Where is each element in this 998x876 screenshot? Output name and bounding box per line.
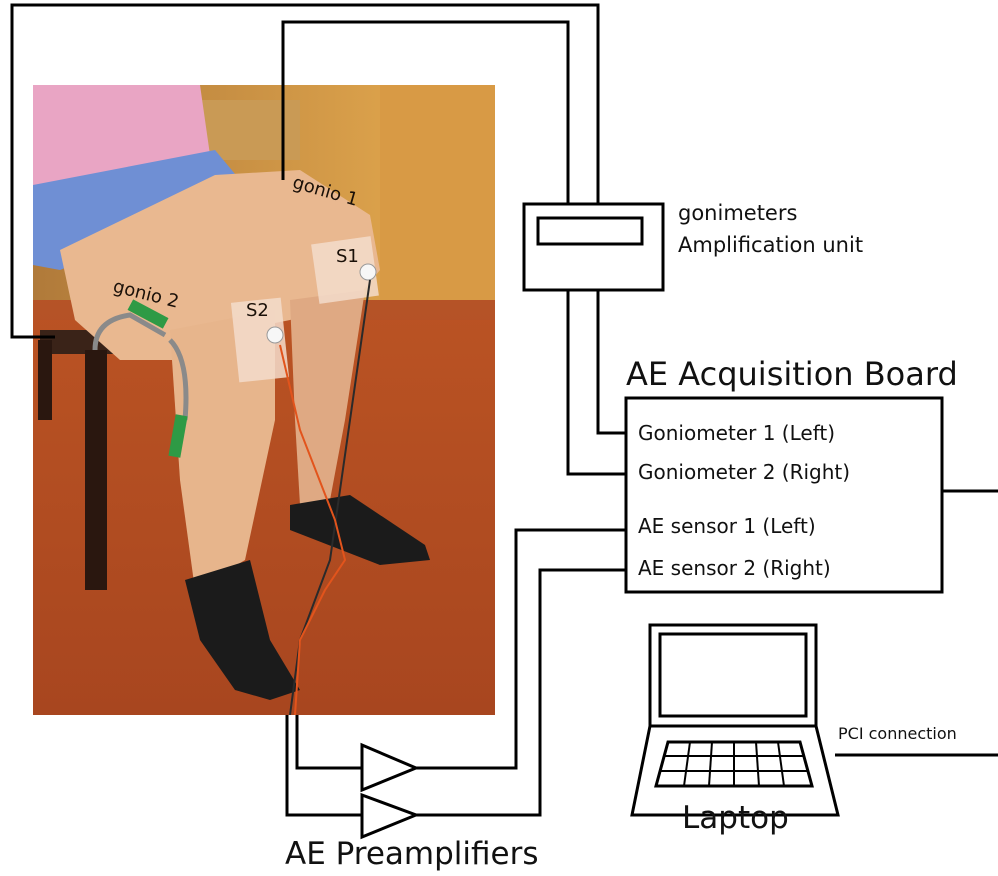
door — [380, 85, 495, 300]
preamp-1 — [362, 745, 416, 790]
pci-connection-label: PCI connection — [838, 724, 957, 743]
preamp-2 — [362, 795, 416, 837]
amplification-display — [538, 218, 642, 244]
preamplifiers-label: AE Preamplifiers — [285, 836, 539, 872]
sensor-s2 — [267, 327, 283, 343]
sensor-s1 — [360, 264, 376, 280]
s1-to-preamp — [297, 715, 362, 768]
amplification-line-1: gonimeters — [678, 197, 863, 229]
channel-goniometer-1: Goniometer 1 (Left) — [638, 421, 835, 445]
acquisition-board-title: AE Acquisition Board — [626, 355, 958, 393]
sensor-s2-label: S2 — [246, 300, 269, 321]
amplification-line-2: Amplification unit — [678, 229, 863, 261]
amplification-unit-label: gonimeters Amplification unit — [678, 197, 863, 261]
channel-ae-sensor-1: AE sensor 1 (Left) — [638, 514, 816, 538]
chair-leg — [85, 350, 107, 590]
amp-to-board-gonio1 — [598, 290, 626, 433]
laptop-icon — [632, 625, 838, 815]
laptop-label: Laptop — [682, 800, 789, 836]
channel-goniometer-2: Goniometer 2 (Right) — [638, 460, 850, 484]
subject-photo — [33, 85, 495, 715]
sensor-s1-label: S1 — [336, 246, 359, 267]
channel-ae-sensor-2: AE sensor 2 (Right) — [638, 556, 831, 580]
